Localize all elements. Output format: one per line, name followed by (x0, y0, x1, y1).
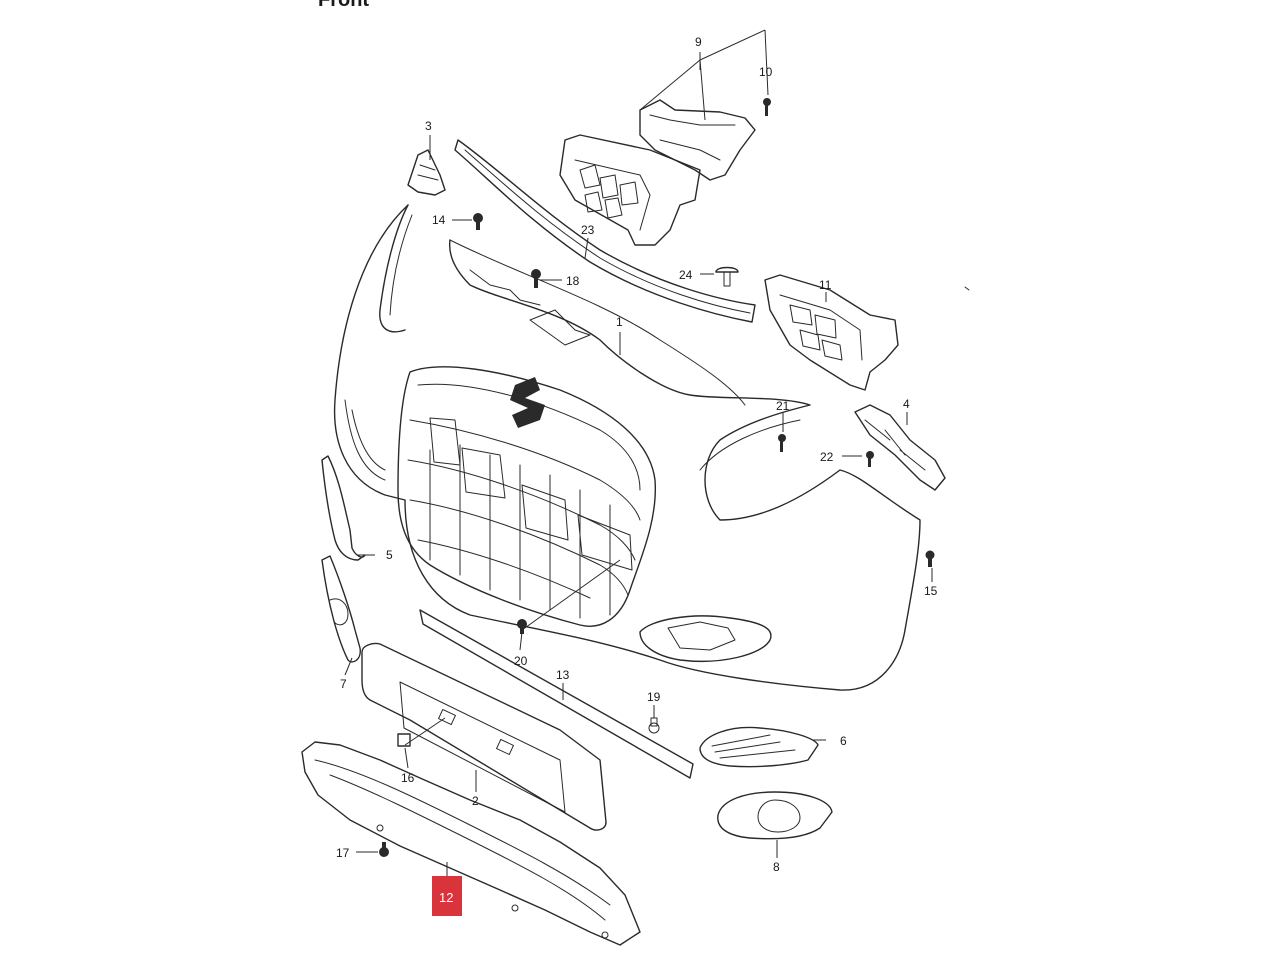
left-bracket (407, 149, 446, 196)
left-side-trim (321, 455, 366, 561)
right-side-bracket (854, 404, 946, 491)
callout-2: 2 (472, 794, 479, 808)
callout-3: 3 (425, 119, 432, 133)
callouts: 3 9 10 14 18 23 24 11 1 4 21 22 15 5 7 2… (336, 35, 938, 916)
lower-splash-shield (301, 741, 641, 946)
upper-trim-strip (454, 139, 756, 323)
callout-12: 12 (439, 890, 453, 905)
license-plate-bracket (361, 642, 607, 831)
reinforcement-strip (419, 609, 694, 779)
callout-15: 15 (924, 584, 938, 598)
callout-1: 1 (616, 315, 623, 329)
highlight-box (432, 876, 462, 916)
stray-mark (964, 286, 970, 291)
fasteners (379, 98, 934, 857)
left-fog-cover (321, 555, 361, 663)
callout-12-highlight[interactable]: 12 (432, 876, 462, 916)
callout-14: 14 (432, 213, 446, 227)
callout-9: 9 (695, 35, 702, 49)
leader-lines (344, 29, 933, 876)
right-grille-bracket (764, 274, 899, 391)
callout-8: 8 (773, 860, 780, 874)
callout-21: 21 (776, 399, 790, 413)
upper-bracket-assembly (559, 99, 756, 246)
right-fog-frame (699, 726, 819, 768)
callout-20: 20 (514, 654, 528, 668)
callout-10: 10 (759, 65, 773, 79)
callout-23: 23 (581, 223, 595, 237)
diagram-header-fragment: Front (318, 0, 369, 11)
right-fog-cover (717, 791, 833, 840)
callout-18: 18 (566, 274, 580, 288)
callout-6: 6 (840, 734, 847, 748)
callout-19: 19 (647, 690, 661, 704)
callout-24: 24 (679, 268, 693, 282)
front-grille (397, 366, 657, 627)
callout-17: 17 (336, 846, 350, 860)
callout-22: 22 (820, 450, 834, 464)
callout-13: 13 (556, 668, 570, 682)
callout-4: 4 (903, 397, 910, 411)
callout-16: 16 (401, 771, 415, 785)
callout-5: 5 (386, 548, 393, 562)
front-bumper-cover (333, 204, 935, 691)
callout-7: 7 (340, 677, 347, 691)
callout-11: 11 (819, 278, 832, 292)
